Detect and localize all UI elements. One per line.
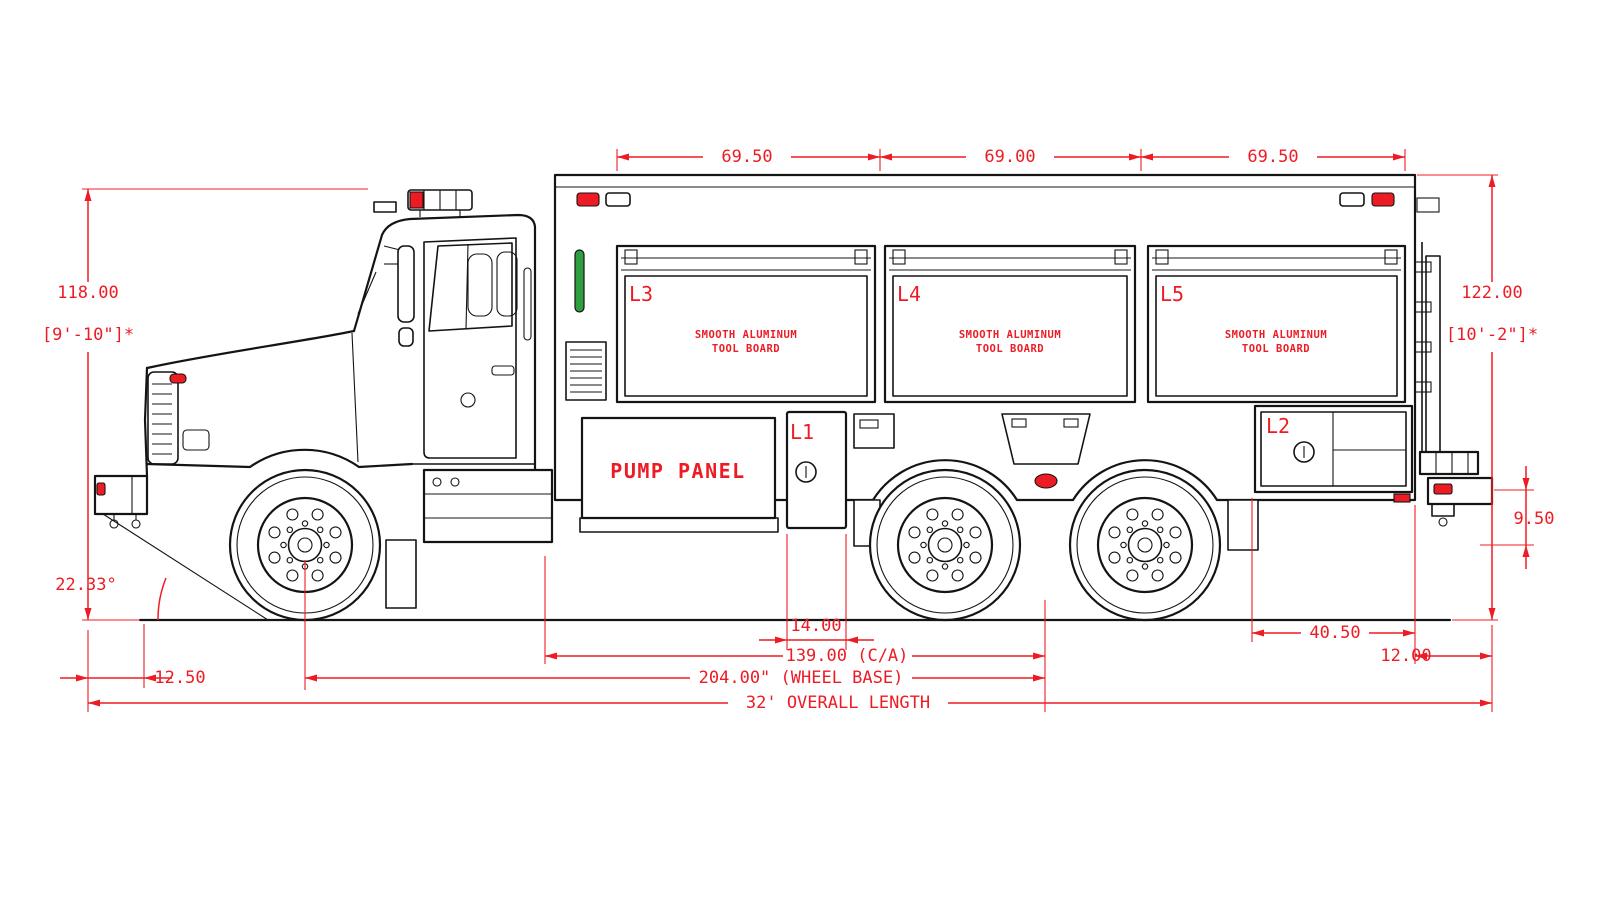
beacon-red	[409, 191, 424, 209]
seat-back-2	[496, 251, 518, 317]
dim-rear-height-ft: [10'-2"]*	[1446, 325, 1538, 345]
dimension-front-height: 118.00 [9'-10"]*	[42, 188, 368, 621]
dimension-rear-height: 122.00 [10'-2"]*	[1417, 174, 1538, 621]
label-l3: L3	[629, 282, 653, 306]
dimension-pump-to-axle: 14.00	[759, 534, 874, 650]
dim-cab-to-axle: 139.00 (C/A)	[786, 646, 909, 666]
dim-front-height-in: 118.00	[57, 283, 118, 303]
dim-overall-length: 32' OVERALL LENGTH	[746, 693, 930, 713]
dimension-rear-step: 9.50	[1480, 466, 1554, 569]
cab-door	[423, 237, 532, 459]
dimension-overall-length: 32' OVERALL LENGTH	[88, 625, 1493, 713]
body-bottom-edge	[553, 459, 1417, 502]
rear-red-light	[1433, 483, 1453, 495]
dim-approach-angle: 22.33°	[55, 575, 116, 595]
compartment-l4: L4 SMOOTH ALUMINUM TOOL BOARD	[883, 244, 1137, 404]
label-l2: L2	[1266, 414, 1290, 438]
l4-toolboard-line1: SMOOTH ALUMINUM	[959, 329, 1061, 341]
l4-door	[892, 275, 1128, 397]
front-top-red-light	[576, 192, 600, 207]
l1-handle	[795, 461, 817, 483]
dimension-top-compartments: 69.50 69.00 69.50	[616, 147, 1406, 171]
dim-l5-width: 69.50	[1247, 147, 1298, 167]
under-cab-steps	[422, 468, 554, 544]
label-l5: L5	[1160, 282, 1184, 306]
dim-front-overhang: 12.50	[154, 668, 205, 688]
door-handle	[491, 365, 515, 376]
fuel-cap	[460, 392, 476, 408]
dimension-wheel-base: 204.00" (WHEEL BASE)	[304, 560, 1046, 712]
dim-rear-step-height: 9.50	[1514, 509, 1555, 529]
label-l4: L4	[897, 282, 921, 306]
l2-marker-light	[1393, 493, 1411, 503]
folded-tank	[1425, 255, 1441, 453]
dim-l4-width: 69.00	[984, 147, 1035, 167]
dimension-cab-to-axle: 139.00 (C/A)	[544, 556, 1045, 666]
front-mud-flap	[385, 539, 417, 609]
compartment-l2: L2	[1253, 404, 1414, 503]
rear-wheel-1	[868, 468, 1022, 622]
compartment-l3: L3 SMOOTH ALUMINUM TOOL BOARD	[615, 244, 877, 404]
handrail	[574, 249, 585, 313]
pump-panel-label: PUMP PANEL	[610, 459, 745, 483]
cab	[352, 213, 537, 472]
l5-toolboard-line2: TOOL BOARD	[1242, 343, 1310, 355]
grab-handle	[523, 267, 532, 341]
louver-vent	[565, 341, 607, 401]
l2-handle	[1293, 441, 1315, 463]
wiper	[357, 271, 377, 315]
light-bar	[373, 189, 473, 217]
mirror	[383, 245, 415, 347]
label-l1: L1	[790, 420, 814, 444]
compartment-l1: L1	[785, 410, 848, 530]
l3-door	[624, 275, 868, 397]
marker-lights	[576, 192, 1395, 207]
seat-back	[467, 253, 493, 317]
ground-line	[102, 513, 1452, 622]
l5-door	[1155, 275, 1398, 397]
l3-toolboard-line1: SMOOTH ALUMINUM	[695, 329, 797, 341]
headlight	[182, 429, 210, 451]
dim-front-height-ft: [9'-10"]*	[42, 325, 134, 345]
dimension-approach-angle: 22.33°	[55, 575, 167, 621]
between-axle-compartment	[1001, 413, 1091, 489]
a-pillar	[352, 233, 384, 333]
dim-rear-comp-width: 40.50	[1309, 623, 1360, 643]
front-bumper	[93, 474, 149, 529]
dimension-front-overhang: 12.50	[60, 624, 206, 712]
rear-top-red-light	[1371, 192, 1395, 207]
dim-pump-to-axle: 14.00	[790, 616, 841, 636]
rear-wheel-2	[1068, 468, 1222, 622]
rear-equipment	[1414, 197, 1441, 470]
approach-angle-line	[102, 513, 269, 621]
front-fender	[145, 448, 414, 469]
door-window	[428, 242, 513, 332]
dimension-rear-overhang: 12.00	[1380, 646, 1492, 666]
l5-toolboard-line1: SMOOTH ALUMINUM	[1225, 329, 1327, 341]
rear-bumper	[1418, 450, 1494, 527]
rear-mud-flap	[1227, 499, 1259, 551]
convex-mirror	[398, 327, 414, 347]
dim-wheel-base: 204.00" (WHEEL BASE)	[699, 668, 904, 688]
hitch	[1431, 503, 1455, 517]
dimension-rear-compartment: 40.50	[1251, 498, 1416, 664]
fender-marker-light	[169, 373, 187, 384]
grille	[147, 371, 179, 465]
small-compartment	[853, 413, 895, 449]
l4-toolboard-line2: TOOL BOARD	[976, 343, 1044, 355]
dim-l3-width: 69.50	[721, 147, 772, 167]
cab-roof	[380, 213, 537, 472]
pump-panel: PUMP PANEL	[579, 416, 779, 533]
side-red-light	[1034, 473, 1058, 489]
l3-toolboard-line2: TOOL BOARD	[712, 343, 780, 355]
hood	[143, 329, 414, 478]
dim-rear-height-in: 122.00	[1461, 283, 1522, 303]
compartment-l5: L5 SMOOTH ALUMINUM TOOL BOARD	[1146, 244, 1407, 404]
front-marker-light	[96, 482, 106, 496]
dim-rear-overhang: 12.00	[1380, 646, 1431, 666]
